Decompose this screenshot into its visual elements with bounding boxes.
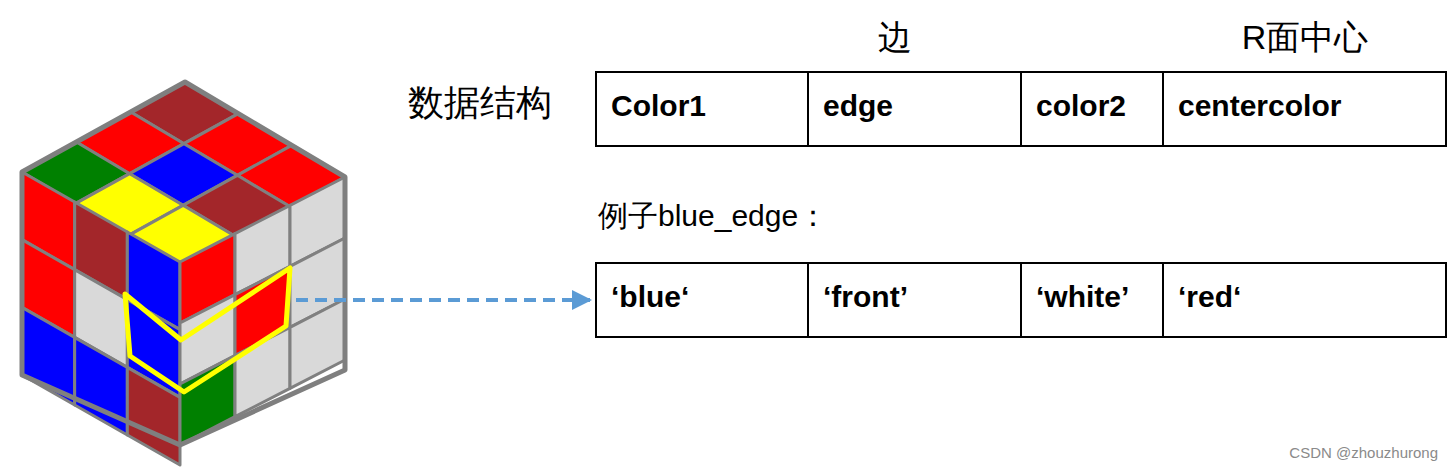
table-divider (1162, 72, 1164, 146)
table-cell: edge (823, 89, 893, 122)
table-divider (807, 263, 809, 337)
column-header: 边 (878, 19, 912, 56)
table-cell: ‘white’ (1036, 280, 1129, 313)
table-border (596, 72, 1446, 146)
cube-outline (22, 82, 345, 445)
table-divider (807, 72, 809, 146)
table-cell: centercolor (1178, 89, 1341, 122)
table-cell: ‘blue‘ (611, 280, 689, 313)
example-caption: 例子blue_edge： (598, 199, 828, 232)
row-heading: 数据结构 (408, 83, 552, 123)
rubiks-cube (22, 82, 345, 465)
cube-sticker (22, 307, 75, 405)
highlight-outline (125, 268, 290, 392)
table-cell: ‘front’ (823, 280, 908, 313)
column-header: R面中心 (1242, 19, 1369, 56)
watermark: CSDN @zhouzhurong (1289, 445, 1438, 462)
table-cell: Color1 (611, 89, 706, 122)
table-divider (1020, 72, 1022, 146)
dashed-arrow (296, 298, 590, 302)
table (596, 72, 1446, 337)
table-divider (1162, 263, 1164, 337)
table-cell: color2 (1036, 89, 1126, 122)
table-border (596, 263, 1446, 337)
table-cell: ‘red‘ (1178, 280, 1241, 313)
table-divider (1020, 263, 1022, 337)
